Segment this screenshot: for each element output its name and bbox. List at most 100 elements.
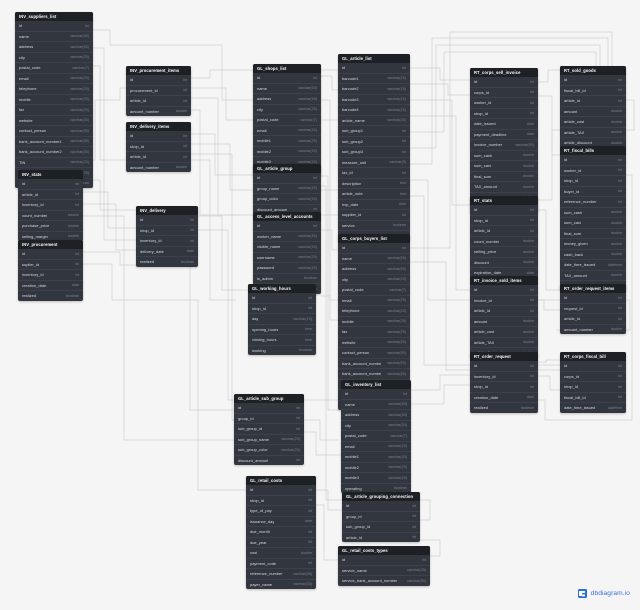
dbdiagram-watermark[interactable]: dbdiagram.io (577, 589, 630, 598)
